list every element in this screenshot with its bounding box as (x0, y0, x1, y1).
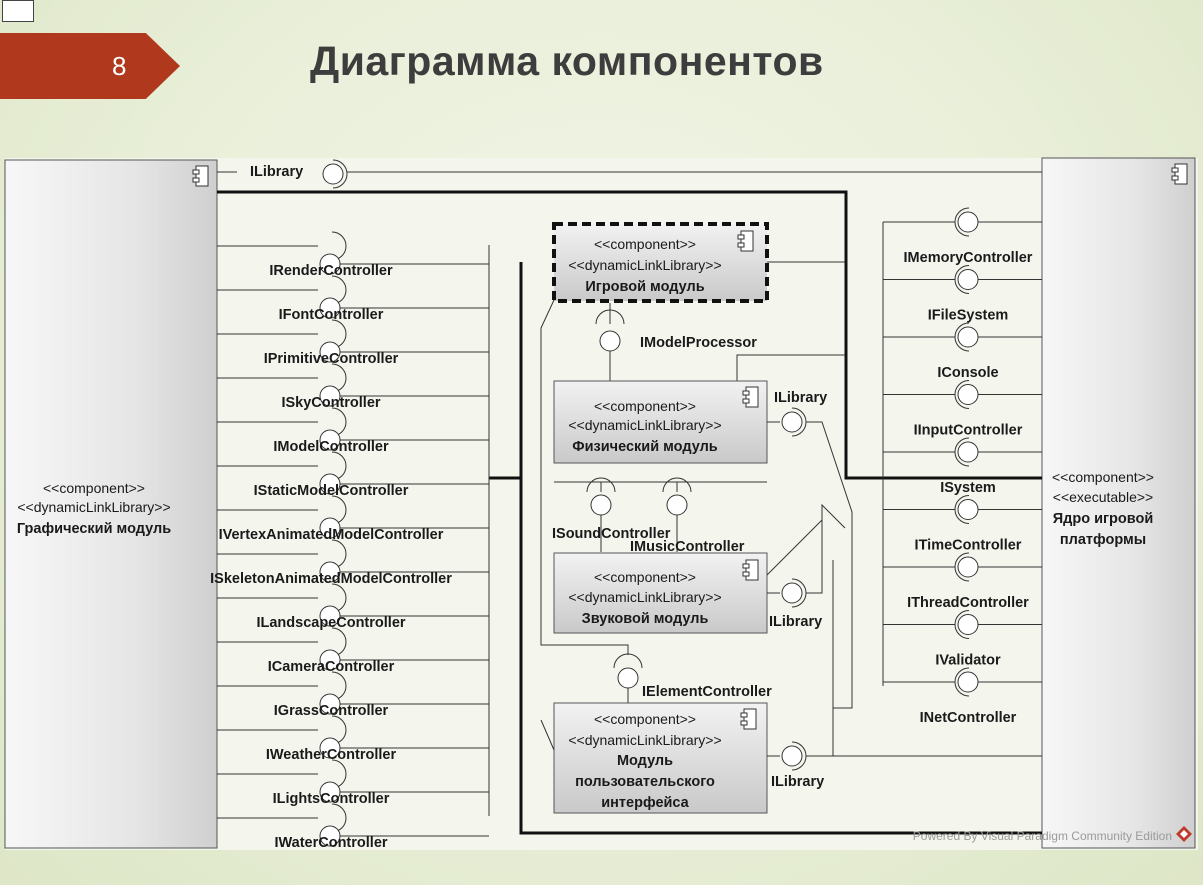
core-interface-label: IThreadController (907, 595, 1029, 611)
core-interface-socket (954, 495, 970, 524)
imodelprocessor-label: IModelProcessor (640, 335, 757, 351)
core-interface-socket (954, 552, 970, 582)
core-interface-socket (954, 610, 970, 639)
core-interface-label: IValidator (935, 653, 1001, 669)
core-interfaces: IMemoryControllerIFileSystemIConsoleIInp… (883, 207, 1042, 726)
core-interface-socket (954, 380, 970, 409)
physics-module-box (553, 380, 768, 464)
comment-icon[interactable] (2, 0, 34, 22)
core-interface-label: ISystem (940, 480, 996, 496)
core-module-box (1041, 157, 1196, 849)
graphics-interface-label: ILightsController (273, 791, 390, 807)
visual-paradigm-logo (1176, 826, 1192, 842)
ui-module-name-3: интерфейса (601, 795, 689, 811)
ielementcontroller-label: IElementController (642, 684, 772, 700)
core-module-name-1: Ядро игровой (1053, 511, 1154, 527)
graphics-interface-label: ISkeletonAnimatedModelController (210, 571, 452, 587)
ui-module-name-1: Модуль (617, 753, 673, 769)
core-interface-label: IFileSystem (928, 308, 1009, 324)
core-interface-ball (957, 269, 979, 290)
graphics-interface-label: ICameraController (268, 659, 395, 675)
core-interface-ball (957, 556, 979, 578)
game-module-box (552, 222, 769, 303)
main-bus (217, 190, 1042, 835)
graphics-interface-label: IPrimitiveController (264, 351, 399, 367)
graphics-stereotype-1: <<component>> (43, 480, 145, 496)
graphics-interface-label: IGrassController (274, 703, 389, 719)
graphics-module-name: Графический модуль (17, 521, 171, 537)
graphics-interface-label: IFontController (279, 307, 384, 323)
game-stereotype-2: <<dynamicLinkLibrary>> (568, 257, 721, 273)
component-icon (192, 165, 209, 187)
ui-stereotype-2: <<dynamicLinkLibrary>> (568, 732, 721, 748)
ui-module-box (553, 702, 768, 814)
core-interface-ball (957, 499, 979, 520)
core-interface-label: IConsole (937, 365, 998, 381)
core-stereotype-1: <<component>> (1052, 469, 1154, 485)
graphics-interface-label: ILandscapeController (256, 615, 405, 631)
ui-ilibrary-label: ILibrary (771, 774, 824, 790)
graphics-interface-label: ISkyController (281, 395, 380, 411)
core-interface-ball (957, 614, 979, 635)
graphics-interface-label: IModelController (273, 439, 389, 455)
core-stereotype-2: <<executable>> (1053, 489, 1153, 505)
graphics-interfaces: IRenderControllerIFontControllerIPrimiti… (210, 231, 489, 851)
component-icon (742, 559, 759, 581)
sound-ilibrary-label: ILibrary (769, 614, 822, 630)
core-interface-ball (957, 211, 979, 233)
physics-stereotype-2: <<dynamicLinkLibrary>> (568, 417, 721, 433)
core-interface-label: INetController (920, 710, 1017, 726)
physics-stereotype-1: <<component>> (594, 398, 696, 414)
ui-module-name-2: пользовательского (575, 774, 715, 790)
physics-module-name: Физический модуль (572, 439, 718, 455)
core-interface-label: IMemoryController (904, 250, 1033, 266)
graphics-module-box (4, 159, 218, 849)
slide-number: 8 (112, 51, 127, 81)
graphics-interface-label: IStaticModelController (254, 483, 409, 499)
component-icon (740, 708, 757, 730)
watermark: Powered By Visual Paradigm Community Edi… (913, 829, 1172, 843)
core-interface-socket (954, 207, 970, 237)
physics-ilibrary-label: ILibrary (774, 390, 827, 406)
slide-title: Диаграмма компонентов (310, 38, 824, 84)
slide-number-badge: 8 (0, 33, 180, 99)
graphics-interface-label: IRenderController (269, 263, 393, 279)
core-interface-socket (954, 667, 970, 697)
sound-module-name: Звуковой модуль (582, 611, 709, 627)
core-interface-ball (957, 326, 979, 348)
core-interface-socket (954, 322, 970, 352)
component-icon (742, 386, 759, 408)
core-interface-ball (957, 441, 979, 463)
sound-stereotype-2: <<dynamicLinkLibrary>> (568, 589, 721, 605)
core-interface-socket (954, 265, 970, 294)
component-icon (1171, 163, 1188, 185)
ui-stereotype-1: <<component>> (594, 711, 696, 727)
game-module-name: Игровой модуль (585, 279, 704, 295)
graphics-interface-label: IVertexAnimatedModelController (219, 527, 444, 543)
imusiccontroller-label: IMusicController (630, 539, 745, 555)
graphics-interface-label: IWeatherController (266, 747, 397, 763)
core-interface-label: IInputController (914, 423, 1023, 439)
game-stereotype-1: <<component>> (594, 236, 696, 252)
component-icon (737, 230, 754, 252)
core-interface-socket (954, 437, 970, 467)
core-module-name-2: платформы (1060, 532, 1146, 548)
graphics-interface-label: IWaterController (274, 835, 387, 851)
core-interface-ball (957, 384, 979, 405)
graphics-stereotype-2: <<dynamicLinkLibrary>> (17, 499, 170, 515)
sound-stereotype-1: <<component>> (594, 569, 696, 585)
top-ilibrary-label: ILibrary (250, 164, 303, 180)
core-interface-ball (957, 671, 979, 693)
core-interface-label: ITimeController (915, 538, 1022, 554)
isoundcontroller-label: ISoundController (552, 526, 671, 542)
